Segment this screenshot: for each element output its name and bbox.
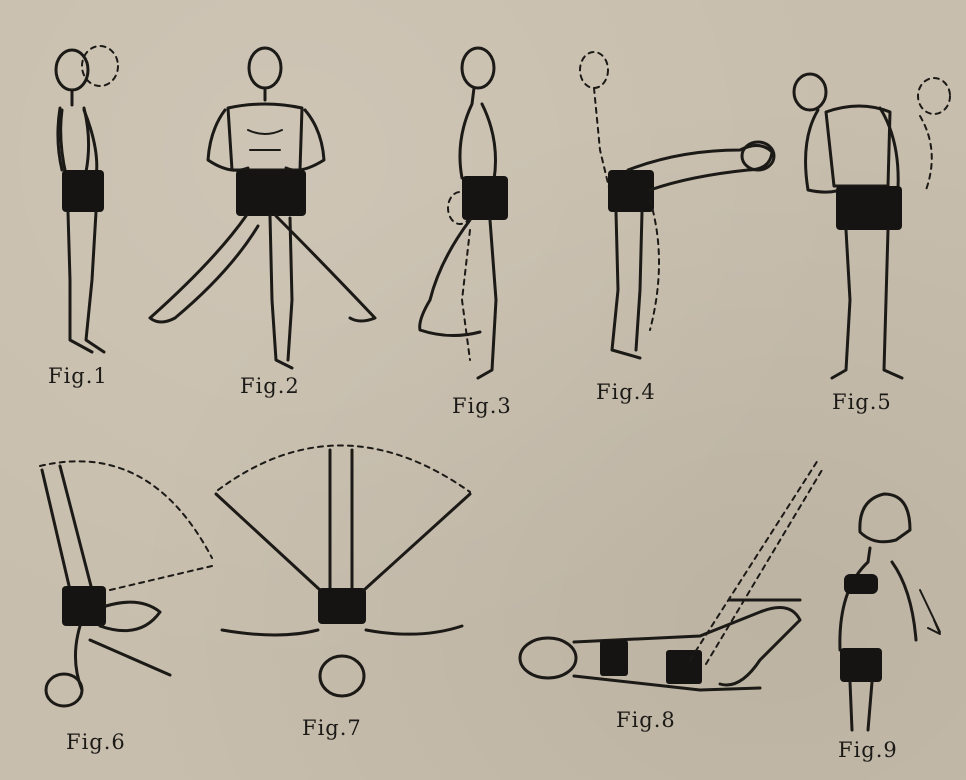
figure-4-caption: Fig.4 — [596, 380, 656, 404]
figure-4-forward-bend — [580, 52, 774, 358]
figure-6-legs-over — [40, 461, 212, 706]
figure-7-leg-scissors — [216, 445, 470, 696]
figure-8-lying-leg-raise — [520, 460, 822, 690]
figure-6-caption: Fig.6 — [66, 730, 126, 754]
figure-5-side-bend — [794, 74, 950, 378]
figure-5-caption: Fig.5 — [832, 390, 892, 414]
figure-7-caption: Fig.7 — [302, 716, 362, 740]
figure-1-caption: Fig.1 — [48, 364, 108, 388]
figure-2-caption: Fig.2 — [240, 374, 300, 398]
figure-9-caption: Fig.9 — [838, 738, 898, 762]
figure-3-caption: Fig.3 — [452, 394, 512, 418]
figure-3-knee-raise — [420, 48, 508, 378]
figure-9-arm-rotation — [840, 494, 940, 730]
figure-8-caption: Fig.8 — [616, 708, 676, 732]
figure-1-standing-head-turn — [56, 46, 118, 352]
figure-2-leg-swing — [150, 48, 375, 368]
